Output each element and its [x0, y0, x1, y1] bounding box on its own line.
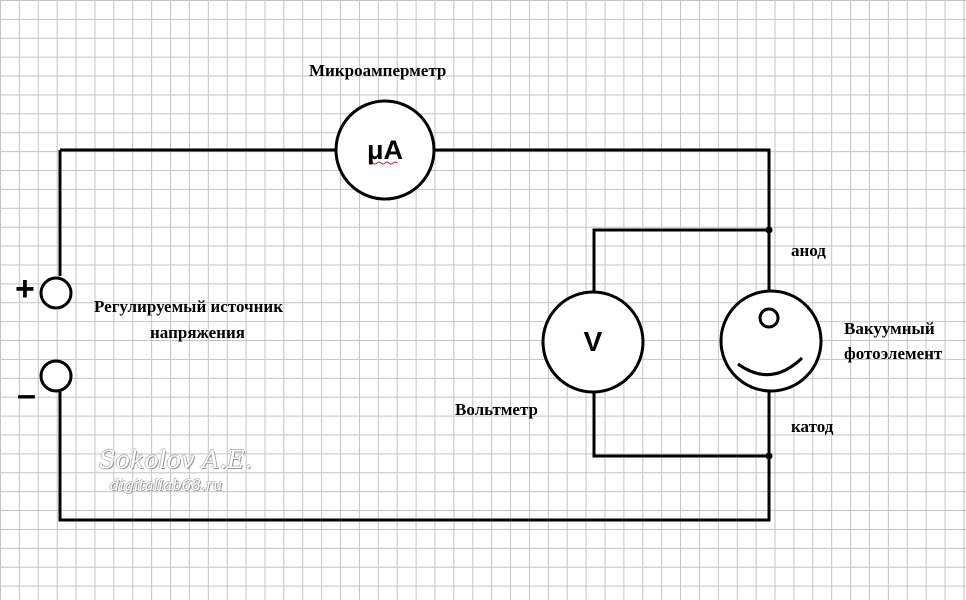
wire-voltmeter-top: [592, 228, 769, 291]
watermark-author: Sokolov A.E.: [99, 446, 253, 474]
voltmeter-label: Вольтметр: [455, 400, 538, 419]
photocell-label-line2: фотоэлемент: [844, 344, 943, 363]
wire-left-lower: [58, 377, 771, 522]
cathode-label: катод: [791, 417, 834, 436]
wire-top-right: [435, 148, 771, 291]
plus-sign: +: [15, 270, 35, 308]
anode-label: анод: [791, 241, 826, 260]
junction-cathode: [765, 452, 773, 460]
minus-sign: –: [17, 376, 36, 414]
microammeter-circle: [334, 99, 436, 201]
voltmeter-circle: [541, 290, 645, 394]
microammeter-symbol: μA: [366, 135, 404, 165]
negative-terminal: [39, 359, 73, 393]
spellcheck-underline: [368, 161, 398, 165]
voltmeter-symbol: V: [583, 326, 603, 357]
watermark-site: digitallab68.ru: [110, 476, 223, 494]
junction-anode: [765, 226, 773, 234]
photocell-body: [719, 289, 823, 393]
positive-terminal: [39, 276, 73, 310]
photocell-label-line1: Вакуумный: [844, 319, 935, 338]
anode-electrode: [758, 307, 780, 329]
source-label-line2: напряжения: [150, 323, 245, 342]
cathode-electrode: [737, 356, 804, 377]
microammeter-label: Микроамперметр: [309, 61, 447, 80]
wire-voltmeter-bottom: [592, 393, 769, 458]
source-label-line1: Регулируемый источник: [94, 297, 283, 316]
